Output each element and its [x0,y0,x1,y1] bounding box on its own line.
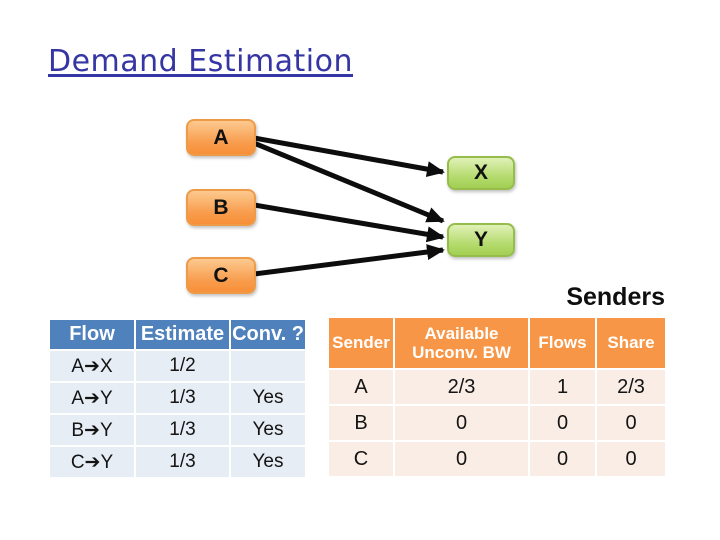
sender_table-cell: 2/3 [617,375,645,398]
node-X-label: X [473,161,488,184]
diagram-node-B: B [186,189,256,226]
flow_table-cell: Yes [252,419,284,440]
flow_table-cell: 1/3 [136,415,231,445]
flow_table-cell [231,351,305,381]
edge-B-Y [253,202,445,243]
sender_table-cell: A [329,370,395,404]
sender_table-header-cell: Available Unconv. BW [395,318,530,368]
diagram-node-Y: Y [447,223,515,257]
sender_table-cell: 0 [395,442,530,476]
sender_table-cell: 0 [395,406,530,440]
flow_table-header-cell: Estimate [136,320,231,349]
flow_table-cell: Yes [252,451,284,472]
sender_table-header-cell: Sender [329,318,395,368]
sender_table-header-cell: Flows [530,318,597,368]
sender_table-header-cell: Share [607,333,655,353]
sender_table-cell: 0 [530,442,597,476]
senders-heading: Senders [566,283,665,311]
sender_table-cell: C [329,442,395,476]
sender_table-cell: 0 [625,411,637,434]
sender_table-cell: 1 [530,370,597,404]
sender_table-cell: 0 [530,406,597,440]
flow_table-cell: A➔X [50,351,136,381]
diagram-node-X: X [447,156,515,190]
flow_table-header-cell: Flow [50,320,136,349]
diagram-node-A: A [186,119,256,156]
flow_table-cell: Yes [252,387,284,408]
flow_table-cell: A➔Y [50,383,136,413]
edge-C-Y [253,244,445,277]
edge-A-X [253,135,445,178]
diagram-node-C: C [186,257,256,294]
sender_table-cell: B [329,406,395,440]
flow_table-cell: 1/3 [136,383,231,413]
flow_table-cell: B➔Y [50,415,136,445]
flow_table-cell: 1/2 [136,351,231,381]
flow_table-header-cell: Conv. ? [232,323,304,345]
flow_table-cell: 1/3 [136,447,231,477]
node-C-label: C [213,263,229,287]
sender_table-cell: 0 [625,447,637,470]
edge-A-Y [253,140,445,224]
node-B-label: B [213,195,229,219]
node-A-label: A [213,125,229,149]
page-title: Demand Estimation [48,44,354,79]
node-Y-label: Y [473,228,488,251]
sender_table-cell: 2/3 [395,370,530,404]
flow_table-cell: C➔Y [50,447,136,477]
